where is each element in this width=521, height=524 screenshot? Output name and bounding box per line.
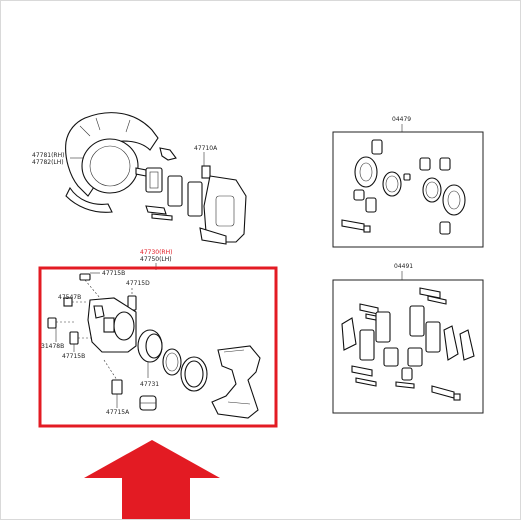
arrow-up-icon (84, 440, 220, 520)
bolt-label: 47710A (194, 145, 218, 152)
highlight-box (38, 266, 278, 428)
shield-label-rh: 47781(RH) (32, 152, 64, 159)
label-47547b: 47547B (58, 294, 81, 301)
label-47715b-lower: 47715B (62, 353, 85, 360)
inner-caliper-parts (47, 273, 261, 419)
label-31478b: 31478B (41, 343, 64, 350)
caliper-label-rh: 47730(RH) (140, 249, 172, 256)
kit-box-04491 (332, 279, 484, 414)
kit-04491-parts (341, 287, 475, 401)
upper-caliper-bracket (199, 175, 247, 245)
kit-04479-parts (341, 139, 466, 235)
label-47715a: 47715A (106, 409, 130, 416)
dust-shield-part (65, 112, 159, 213)
kit-label-04479: 04479 (392, 116, 411, 123)
label-47731: 47731 (140, 381, 159, 388)
caliper-label-lh: 47750(LH) (140, 256, 172, 263)
kit-label-04491: 04491 (394, 263, 413, 270)
shield-label-lh: 47782(LH) (32, 159, 64, 166)
label-47715b-top: 47715B (102, 270, 125, 277)
upper-pads-and-clips (135, 147, 211, 221)
label-47715d: 47715D (126, 280, 150, 287)
